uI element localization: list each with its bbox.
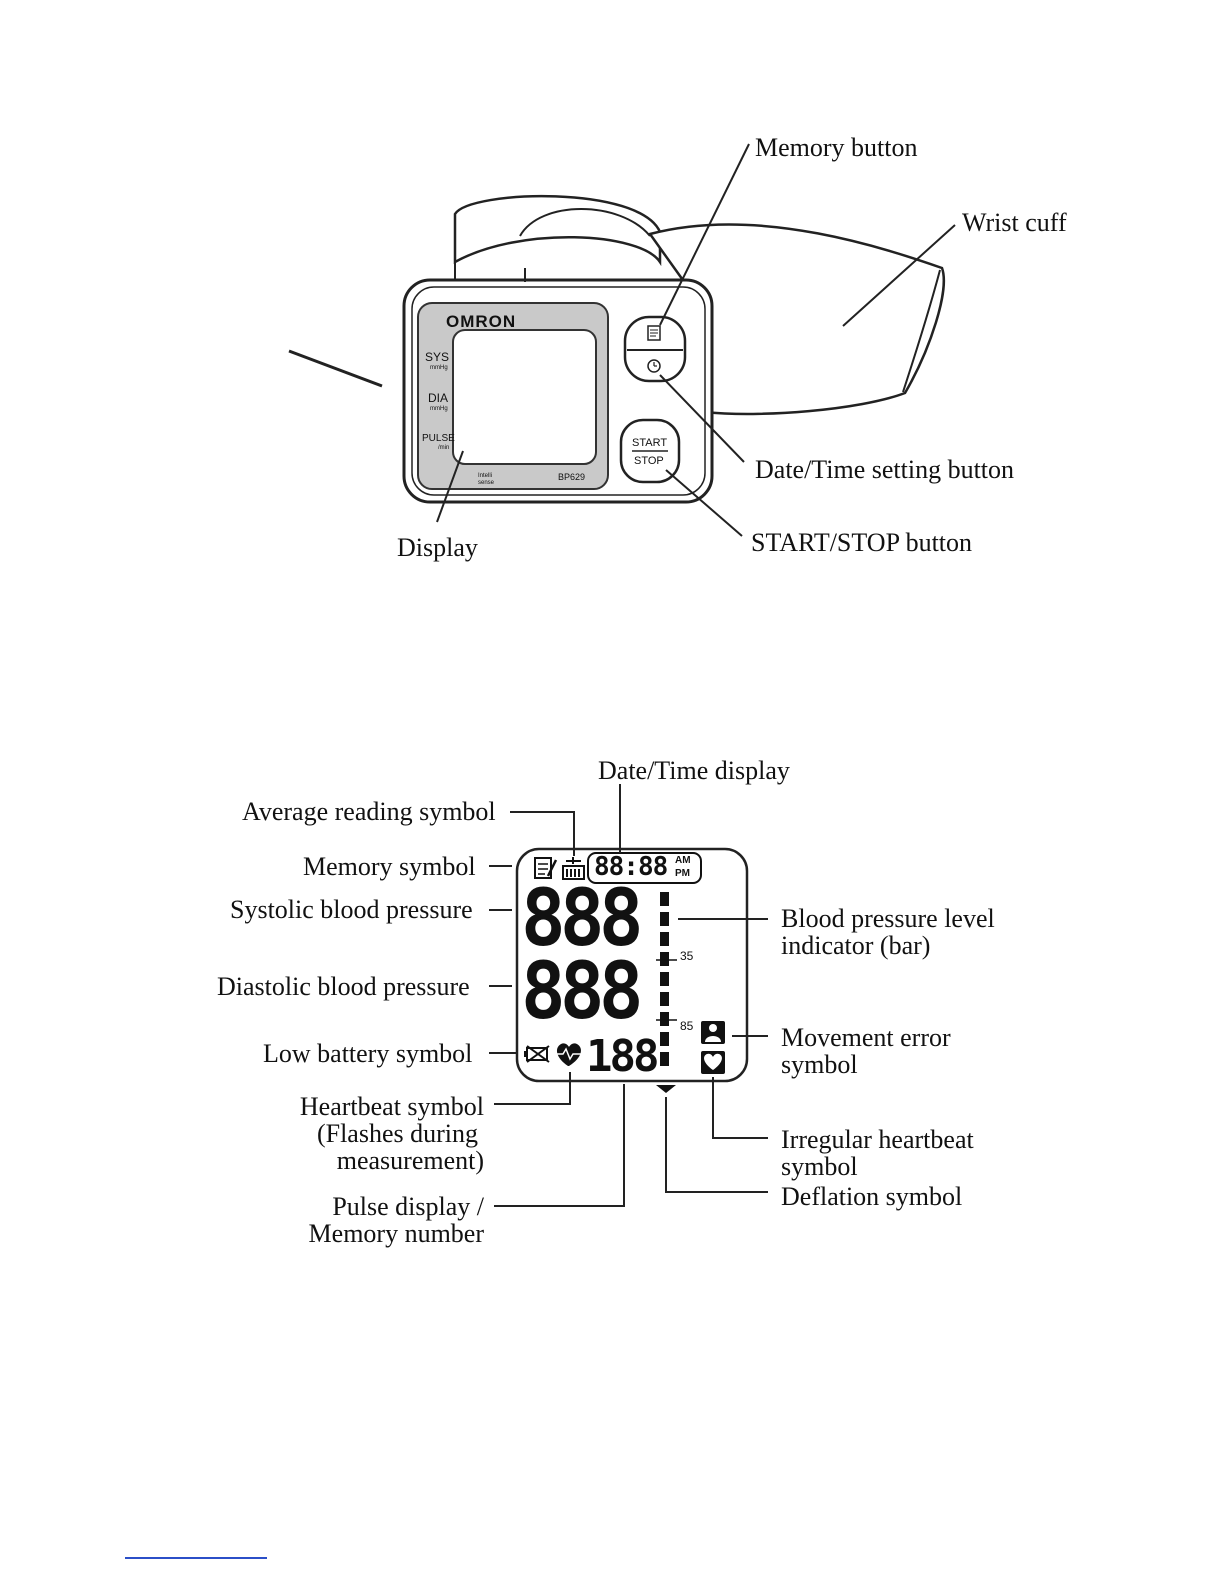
label-heartbeat-line2: (Flashes during [316, 1119, 478, 1148]
lcd-systolic-digits: 888 [521, 874, 643, 964]
label-movement-line2: symbol [781, 1050, 858, 1079]
start-label: START [632, 437, 668, 449]
label-pulse-line1: Pulse display / [332, 1192, 484, 1221]
label-movement-line1: Movement error [781, 1023, 951, 1052]
label-memory-symbol: Memory symbol [303, 852, 476, 881]
leader-display [436, 450, 464, 523]
side-label-sys: SYS [425, 350, 450, 364]
level-bar-segment [660, 912, 669, 926]
sense-logo-line2: sense [478, 480, 495, 486]
level-bar-segment [660, 1012, 669, 1026]
side-label-dia: DIA [428, 391, 449, 405]
leader-date-time-button [659, 374, 745, 463]
leader-memory-button [659, 143, 750, 326]
label-heartbeat-line3: measurement) [336, 1146, 484, 1175]
date-time-box [587, 852, 702, 884]
average-reading-icon [562, 857, 585, 880]
wrist-cuff [647, 223, 946, 416]
level-bar-segment [660, 972, 669, 986]
label-deflation: Deflation symbol [781, 1182, 963, 1211]
lcd-diastolic-digits: 888 [521, 947, 643, 1037]
leader-wrist-cuff [842, 224, 956, 327]
label-display: Display [397, 533, 478, 562]
side-label-sys-unit: mmHg [430, 365, 448, 371]
label-pulse-line2: Memory number [308, 1219, 484, 1248]
footnote-rule [125, 1557, 267, 1559]
lcd-level-tick-85: 85 [680, 1019, 694, 1033]
irregular-heartbeat-icon [701, 1051, 725, 1074]
sense-logo-line1: Intelli [478, 473, 493, 479]
label-systolic: Systolic blood pressure [230, 895, 473, 924]
label-heartbeat-line1: Heartbeat symbol [299, 1092, 484, 1121]
lcd-outline [515, 847, 749, 1083]
label-date-time-button: Date/Time setting button [755, 455, 1015, 484]
level-bar-segment [660, 1032, 669, 1046]
label-wrist-cuff: Wrist cuff [962, 208, 1067, 237]
clock-icon [647, 359, 661, 373]
lcd-pm: PM [675, 868, 690, 879]
heartbeat-icon [556, 1043, 582, 1066]
level-bar-segment [660, 892, 669, 906]
label-memory-button: Memory button [755, 133, 918, 162]
lcd-window [452, 329, 597, 465]
leader-start-stop-button [665, 469, 743, 537]
side-label-pulse-unit: /min [438, 445, 450, 451]
brand-logo: OMRON [446, 312, 517, 331]
label-low-battery: Low battery symbol [263, 1039, 473, 1068]
bp-level-indicator-bar [660, 892, 669, 1066]
movement-error-icon [701, 1021, 725, 1044]
side-label-dia-unit: mmHg [430, 406, 448, 412]
label-average-reading: Average reading symbol [242, 797, 496, 826]
level-bar-segment [660, 1052, 669, 1066]
level-bar-segment [660, 992, 669, 1006]
lcd-level-tick-35: 35 [680, 949, 694, 963]
label-start-stop-button: START/STOP button [751, 528, 973, 557]
lcd-date-time-digits: 88:88 [594, 852, 668, 882]
label-date-time-display: Date/Time display [598, 756, 790, 785]
label-bp-level-line2: indicator (bar) [781, 931, 931, 960]
label-irregular-line2: symbol [781, 1152, 858, 1181]
leader-side-unlabeled [288, 349, 383, 388]
memory-symbol-icon [534, 857, 558, 879]
stop-label: STOP [634, 455, 664, 467]
label-diastolic: Diastolic blood pressure [217, 972, 470, 1001]
label-bp-level-line1: Blood pressure level [781, 904, 995, 933]
deflation-symbol-icon [656, 1085, 676, 1093]
label-irregular-line1: Irregular heartbeat [781, 1125, 974, 1154]
lcd-leader-lines [489, 784, 768, 1207]
memory-button-icon [647, 325, 661, 341]
lcd-am: AM [675, 855, 691, 866]
level-bar-segment [660, 932, 669, 946]
low-battery-icon [524, 1045, 550, 1063]
model-number: BP629 [558, 472, 586, 482]
lcd-pulse-digits: 188 [586, 1031, 660, 1082]
level-bar-segment [660, 952, 669, 966]
side-label-pulse: PULSE [422, 433, 455, 444]
